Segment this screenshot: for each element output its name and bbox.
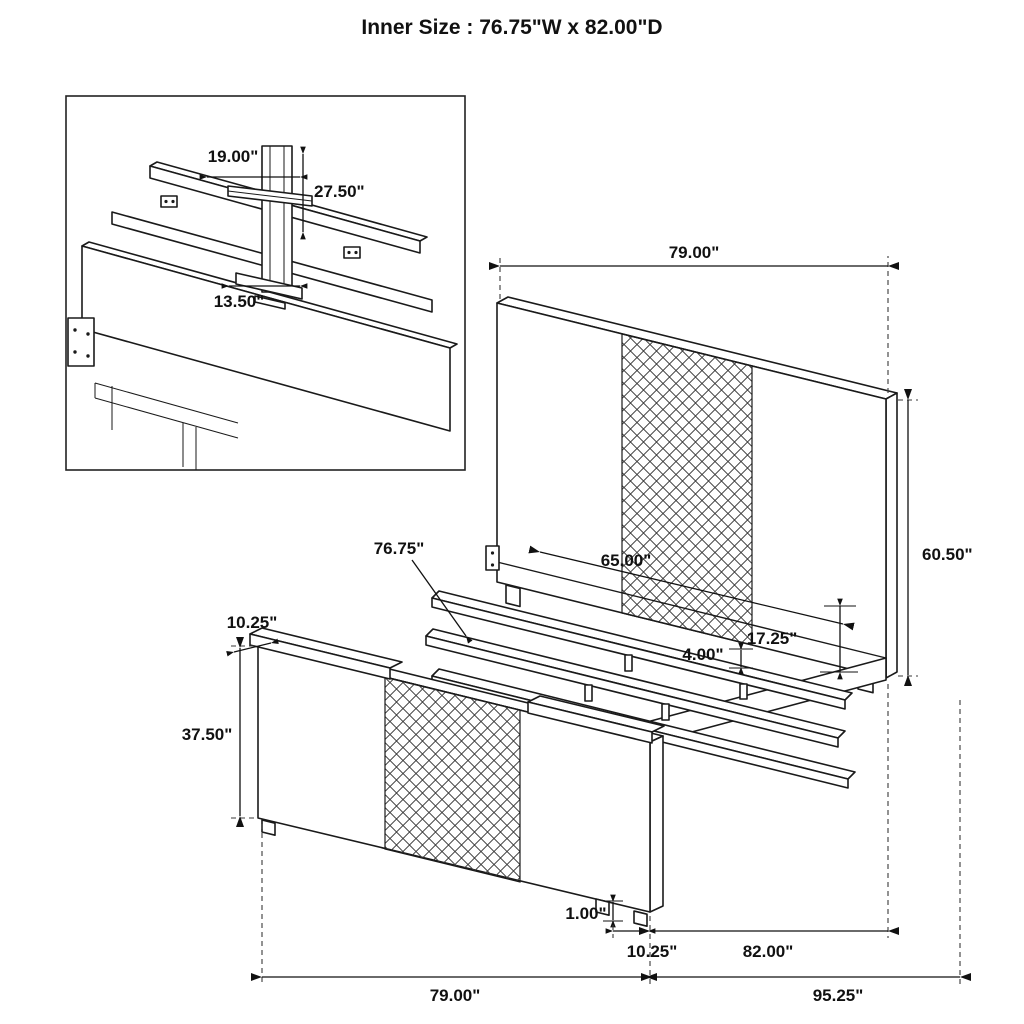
rail-bracket-icon [485, 545, 500, 571]
dim-footboard-height: 37.50" [182, 725, 233, 744]
dim-rail-height: 17.25" [747, 629, 798, 648]
center-leg [624, 654, 633, 672]
dimensions: 79.00" 60.50" 76.75" 65.00" 17.25" 4.0 [182, 243, 973, 1005]
footboard [249, 627, 665, 927]
dim-support-leg-height: 4.00" [682, 645, 723, 664]
dim-bracket-height: 27.50" [314, 182, 365, 201]
dim-base-width: 13.50" [214, 292, 265, 311]
mount-plate [67, 317, 95, 367]
center-leg [739, 683, 748, 700]
headboard-leg [505, 584, 521, 608]
dim-slat-length: 76.75" [374, 539, 425, 558]
footboard-tufted-panel [384, 676, 521, 883]
foot [633, 910, 648, 927]
foot [261, 819, 276, 836]
dim-footboard-width: 79.00" [430, 986, 481, 1005]
inset-frame-lines [94, 382, 239, 470]
center-leg [584, 684, 593, 702]
center-leg [661, 703, 670, 721]
inset-dimensions: 19.00" 27.50" 13.50" [199, 146, 365, 311]
dim-footboard-lid-depth: 10.25" [227, 613, 278, 632]
dim-inner-depth: 82.00" [743, 942, 794, 961]
dim-footboard-thickness: 10.25" [627, 942, 678, 961]
main-drawing: 79.00" 60.50" 76.75" 65.00" 17.25" 4.0 [182, 243, 973, 1005]
dim-bracket-width: 19.00" [208, 147, 259, 166]
dim-headboard-height: 60.50" [922, 545, 973, 564]
dim-inner-width: 65.00" [601, 551, 652, 570]
dim-foot-height: 1.00" [565, 904, 606, 923]
page-title: Inner Size : 76.75"W x 82.00"D [361, 16, 663, 39]
dim-overall-depth: 95.25" [813, 986, 864, 1005]
inset-detail: 19.00" 27.50" 13.50" [65, 95, 466, 471]
dim-headboard-width: 79.00" [669, 243, 720, 262]
